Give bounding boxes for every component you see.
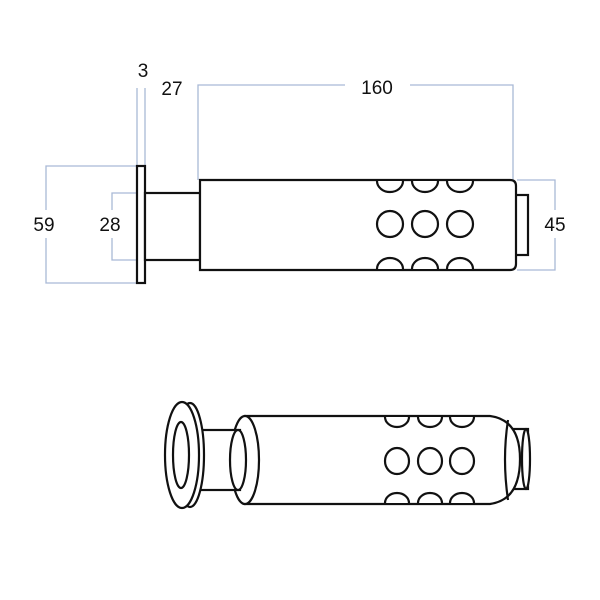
dim-label-neck-length: 27 bbox=[161, 79, 182, 100]
dim-line-flange-diameter bbox=[45, 165, 137, 284]
dim-label-flange-diameter: 59 bbox=[33, 215, 54, 236]
dim-line-end-diameter bbox=[517, 179, 556, 271]
perspective-view bbox=[163, 400, 532, 510]
dim-label-body-length: 160 bbox=[361, 78, 393, 99]
iso-body bbox=[243, 414, 522, 506]
neck bbox=[143, 191, 202, 262]
dim-line-flange-thickness bbox=[136, 88, 146, 166]
dim-line-body-length bbox=[197, 84, 514, 180]
dim-label-flange-thickness: 3 bbox=[138, 61, 149, 82]
body bbox=[198, 178, 518, 272]
dim-label-end-diameter: 45 bbox=[544, 215, 565, 236]
iso-flange-bore bbox=[171, 420, 191, 490]
flange bbox=[135, 164, 147, 285]
iso-holes bbox=[383, 416, 476, 504]
dim-line-neck-diameter bbox=[111, 192, 137, 261]
dim-label-neck-diameter: 28 bbox=[99, 215, 120, 236]
dimension-lines bbox=[45, 84, 556, 284]
side-view bbox=[135, 164, 530, 285]
holes bbox=[375, 180, 475, 270]
